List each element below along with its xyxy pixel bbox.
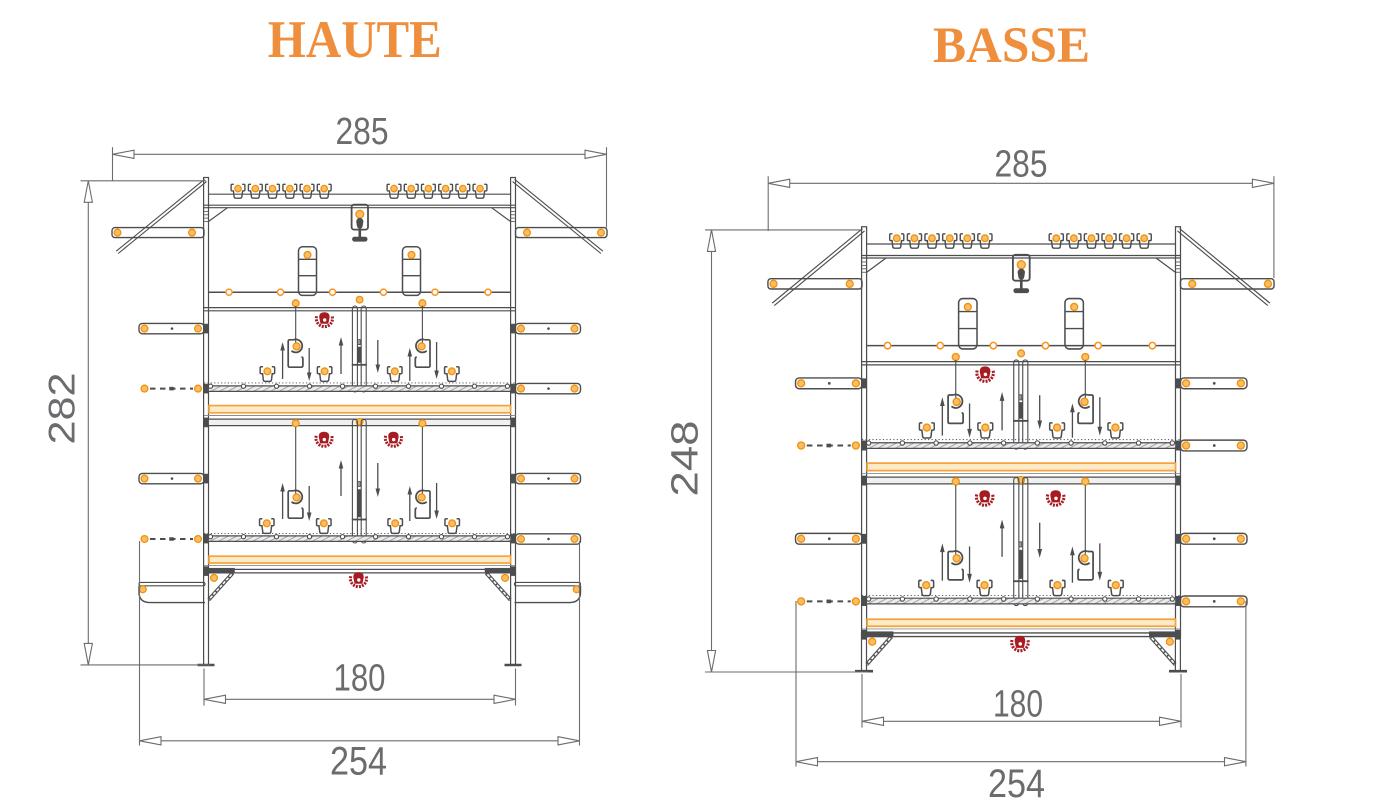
svg-text:285: 285	[336, 111, 389, 153]
svg-text:BASSE: BASSE	[933, 18, 1090, 74]
svg-text:180: 180	[334, 658, 386, 700]
svg-text:282: 282	[42, 373, 83, 445]
svg-text:HAUTE: HAUTE	[268, 11, 442, 69]
svg-text:254: 254	[988, 762, 1045, 806]
svg-text:180: 180	[993, 684, 1043, 726]
svg-text:285: 285	[995, 144, 1048, 186]
svg-text:248: 248	[665, 421, 707, 497]
svg-text:254: 254	[330, 740, 387, 784]
